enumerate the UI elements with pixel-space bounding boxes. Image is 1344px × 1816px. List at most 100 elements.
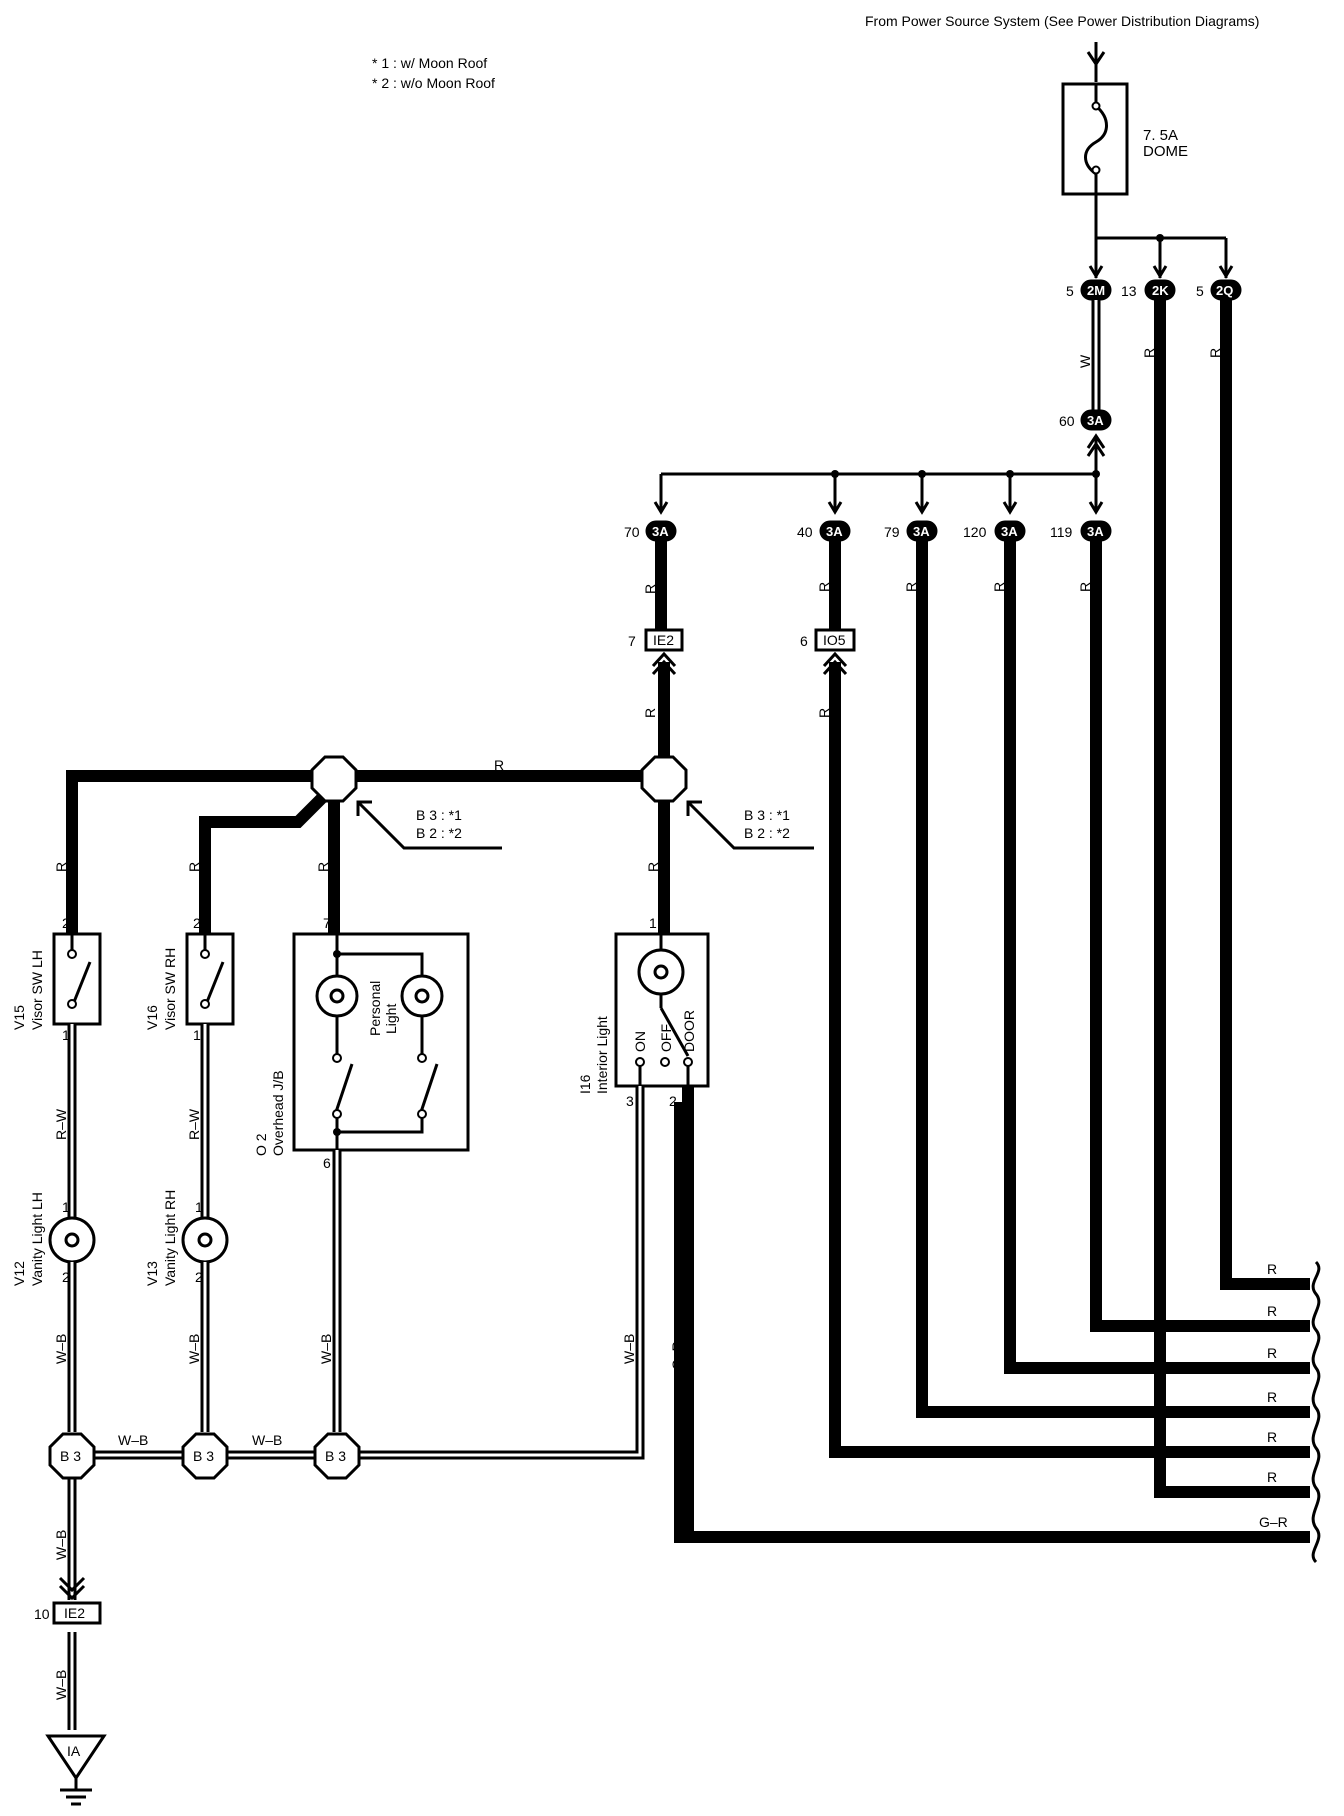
- connector-io5: IO5: [814, 628, 856, 676]
- wire-label-r-o2: R: [315, 862, 331, 872]
- connector-60-3a: 3A: [1080, 409, 1112, 457]
- wire-label-wb-v13: W–B: [186, 1334, 202, 1364]
- wire-w-label: W: [1077, 354, 1093, 368]
- i16-id: I16: [577, 1074, 593, 1094]
- connector-119-pin: 119: [1050, 524, 1073, 540]
- connector-60-pin: 60: [1059, 413, 1075, 429]
- connector-2k-pin: 13: [1121, 283, 1137, 299]
- fuse-name: DOME: [1143, 143, 1188, 160]
- splice-left-line1: B 3 : *1: [416, 807, 462, 823]
- i16-sw-off: OFF: [658, 1024, 674, 1052]
- power-input: [1086, 42, 1106, 82]
- fuse-output-bus: [1088, 194, 1234, 279]
- v15-pin-top: 2: [62, 915, 70, 931]
- connector-2m-pin: 5: [1066, 283, 1074, 299]
- connector-70-3a: 3A: [645, 520, 677, 542]
- output-label-1: R: [1267, 1261, 1277, 1277]
- ground-splice-2: B 3: [181, 1432, 229, 1480]
- connector-ie2-bottom-code: IE2: [64, 1605, 85, 1621]
- connector-79-code: 3A: [913, 524, 930, 539]
- wire-label-wb-i16: W–B: [621, 1334, 637, 1364]
- splice-right: [640, 755, 688, 803]
- connector-40-code: 3A: [826, 524, 843, 539]
- personal-light-bulb-left: [315, 974, 359, 1018]
- connector-2k: 2K: [1144, 279, 1176, 301]
- o2-id: O 2: [253, 1133, 269, 1156]
- v12-id: V12: [11, 1261, 27, 1286]
- wire-label-r-io5: R: [816, 708, 832, 718]
- connector-120-3a: 3A: [994, 520, 1026, 542]
- output-label-4: R: [1267, 1389, 1277, 1405]
- connector-60-code: 3A: [1087, 413, 1104, 428]
- connector-ie2-top: IE2: [644, 628, 684, 676]
- i16-pin-3: 3: [626, 1093, 634, 1109]
- o2-sub: Personal: [367, 981, 383, 1036]
- ground-ia-label: IA: [67, 1743, 81, 1759]
- wire-label-rw-rh: R–W: [186, 1108, 202, 1140]
- wire-label-wb-down: W–B: [53, 1530, 69, 1560]
- output-label-2: R: [1267, 1303, 1277, 1319]
- connector-79-3a: 3A: [906, 520, 938, 542]
- output-wires: [674, 300, 1310, 1543]
- connector-2k-code: 2K: [1152, 283, 1169, 298]
- v15-name: Visor SW LH: [29, 950, 45, 1030]
- connector-io5-pin: 6: [800, 633, 808, 649]
- v15-id: V15: [11, 1005, 27, 1030]
- connector-40-pin: 40: [797, 524, 813, 540]
- wire-label-r-ie2: R: [642, 708, 658, 718]
- wire-label-r-119: R: [1077, 582, 1093, 592]
- wire-label-r-70: R: [642, 584, 658, 594]
- ground-splice-3-label: B 3: [325, 1448, 346, 1464]
- vanity-light-lh: [48, 1216, 96, 1264]
- v15-pin-bottom: 1: [62, 1027, 70, 1043]
- v13-pin-top: 1: [195, 1199, 203, 1215]
- cut-edge: [1311, 1260, 1321, 1564]
- connector-119-code: 3A: [1087, 524, 1104, 539]
- interior-light: [614, 932, 710, 1088]
- v16-id: V16: [144, 1005, 160, 1030]
- connector-2q: 2Q: [1210, 279, 1242, 301]
- wire-label-rw-lh: R–W: [53, 1108, 69, 1140]
- splice-right-callout: [686, 800, 814, 850]
- o2-sub2: Light: [383, 1004, 399, 1034]
- visor-switch-rh: [185, 932, 235, 1026]
- v12-pin-top: 1: [62, 1199, 70, 1215]
- wire-label-r-i16: R: [645, 862, 661, 872]
- connector-120-code: 3A: [1001, 524, 1018, 539]
- v13-name: Vanity Light RH: [162, 1190, 178, 1286]
- connector-2m: 2M: [1080, 279, 1112, 301]
- wire-label-r-79: R: [903, 582, 919, 592]
- visor-switch-lh: [52, 932, 102, 1026]
- wire-label-r-v15: R: [53, 862, 69, 872]
- wire-label-r-bus: R: [494, 757, 504, 773]
- connector-2q-code: 2Q: [1216, 283, 1233, 298]
- wire-label-r-40: R: [816, 582, 832, 592]
- r-bus-left: [66, 770, 670, 940]
- wire-label-gr: G–R: [669, 1341, 685, 1370]
- ground-splice-3: B 3: [313, 1432, 361, 1480]
- splice-left: [310, 755, 358, 803]
- ground-splice-1: B 3: [48, 1432, 96, 1480]
- wire-label-r-v16: R: [186, 862, 202, 872]
- connector-40-3a: 3A: [819, 520, 851, 542]
- connector-70-pin: 70: [624, 524, 640, 540]
- wire-label-r-120: R: [991, 582, 1007, 592]
- splice-right-line2: B 2 : *2: [744, 825, 790, 841]
- connector-2q-pin: 5: [1196, 283, 1204, 299]
- wb-wires: [67, 1086, 645, 1730]
- wire-label-wb-gnd: W–B: [53, 1670, 69, 1700]
- output-label-6: R: [1267, 1469, 1277, 1485]
- ground-splice-1-label: B 3: [60, 1448, 81, 1464]
- output-label-7: G–R: [1259, 1514, 1288, 1530]
- o2-name: Overhead J/B: [270, 1070, 286, 1156]
- i16-pin-2: 2: [669, 1093, 677, 1109]
- fuse-dome: [1061, 82, 1129, 196]
- wire-label-r-2k: R: [1141, 348, 1157, 358]
- power-source-label: From Power Source System (See Power Dist…: [865, 13, 1259, 29]
- v13-pin-bottom: 2: [195, 1269, 203, 1285]
- splice-right-line1: B 3 : *1: [744, 807, 790, 823]
- v12-name: Vanity Light LH: [29, 1192, 45, 1286]
- v12-pin-bottom: 2: [62, 1269, 70, 1285]
- i16-sw-on: ON: [632, 1031, 648, 1052]
